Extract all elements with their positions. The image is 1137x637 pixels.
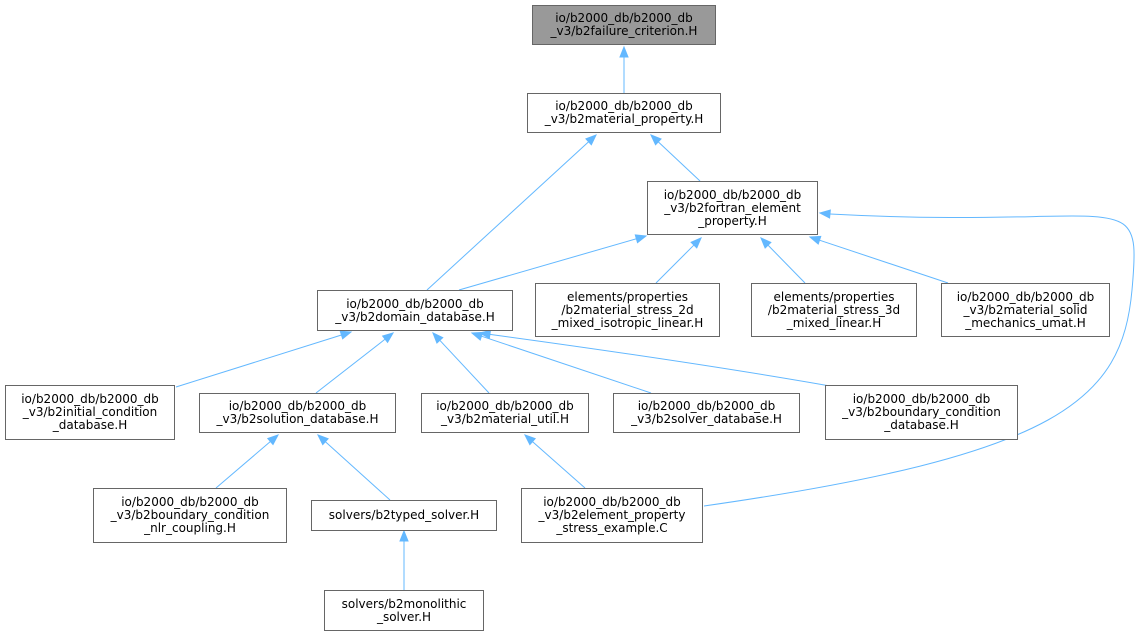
- node-label-line: io/b2000_db/b2000_db: [637, 399, 776, 413]
- edge-solid-mechanics-umat-to-fortran-element-property: [819, 239, 949, 284]
- node-label-line: _database.H: [52, 418, 128, 432]
- edge-stress-3d-to-fortran-element-property: [767, 244, 806, 284]
- edge-domain-database-to-material-property-arrowhead: [585, 134, 597, 146]
- node-label-line: _v3/b2element_property: [538, 508, 686, 522]
- node-label-line: /b2material_stress_3d: [767, 302, 901, 317]
- edge-element-property-stress-example-to-fortran-element-property: [703, 213, 1135, 507]
- node-label-line: solvers/b2monolithic: [341, 596, 467, 611]
- edge-material-util-to-domain-database: [439, 339, 490, 394]
- edge-domain-database-to-fortran-element-property: [458, 238, 637, 291]
- node-label-line: _nlr_coupling.H: [144, 521, 236, 535]
- edge-solution-database-to-domain-database-arrowhead: [381, 332, 395, 344]
- node-label-line: _property.H: [698, 213, 767, 228]
- node-b2domain-database[interactable]: io/b2000_db/b2000_db_v3/b2domain_databas…: [317, 290, 513, 331]
- node-label-line: _database.H: [884, 418, 959, 432]
- edge-fortran-element-property-to-material-property-arrowhead: [650, 134, 662, 146]
- node-label-line: io/b2000_db/b2000_db: [436, 399, 574, 413]
- node-label-line: _v3/b2initial_condition: [22, 405, 158, 419]
- node-label-line: _v3/b2material_solid: [963, 302, 1088, 317]
- node-label-line: io/b2000_db/b2000_db: [543, 495, 681, 509]
- node-b2failure-criterion: io/b2000_db/b2000_db_v3/b2failure_criter…: [532, 5, 716, 45]
- node-b2material-util[interactable]: io/b2000_db/b2000_db_v3/b2material_util.…: [421, 393, 589, 433]
- node-label-line: /b2material_stress_2d: [561, 302, 694, 317]
- node-label-line: io/b2000_db/b2000_db: [228, 399, 367, 413]
- node-b2element-property-stress-example[interactable]: io/b2000_db/b2000_db_v3/b2element_proper…: [521, 488, 703, 543]
- edge-solution-database-to-domain-database: [315, 338, 386, 394]
- edge-material-util-to-domain-database-arrowhead: [432, 332, 444, 344]
- node-b2material-property[interactable]: io/b2000_db/b2000_db_v3/b2material_prope…: [527, 93, 721, 133]
- edge-initial-condition-to-domain-database: [175, 334, 342, 388]
- edge-solver-database-to-domain-database: [481, 335, 652, 394]
- edge-stress-2d-to-fortran-element-property: [655, 244, 695, 284]
- node-label-line: io/b2000_db/b2000_db: [555, 11, 693, 25]
- edge-initial-condition-to-domain-database-arrowhead: [339, 330, 353, 340]
- node-b2material-solid-mechanics-umat[interactable]: io/b2000_db/b2000_db_v3/b2material_solid…: [941, 283, 1110, 337]
- node-label-line: _mixed_isotropic_linear.H: [551, 315, 704, 330]
- edge-solver-database-to-domain-database-arrowhead: [470, 331, 484, 341]
- edge-domain-database-to-fortran-element-property-arrowhead: [634, 234, 648, 244]
- node-label-line: _v3/b2solver_database.H: [631, 412, 782, 426]
- edge-boundary-condition-nlr-to-solution-database: [215, 441, 271, 489]
- node-label-line: _solver.H: [376, 609, 432, 624]
- node-b2initial-condition-database[interactable]: io/b2000_db/b2000_db_v3/b2initial_condit…: [5, 385, 175, 440]
- edge-typed-solver-to-solution-database-arrowhead: [317, 434, 329, 446]
- edge-element-property-stress-example-to-material-util: [532, 441, 586, 489]
- node-label-line: _v3/b2boundary_condition: [110, 508, 270, 522]
- edge-typed-solver-to-solution-database: [325, 441, 391, 501]
- node-label-line: io/b2000_db/b2000_db: [346, 296, 484, 311]
- edge-stress-3d-to-fortran-element-property-arrowhead: [760, 237, 772, 249]
- edge-material-property-to-failure-criterion-arrowhead: [619, 45, 629, 58]
- node-label-line: io/b2000_db/b2000_db: [555, 99, 693, 113]
- node-label-line: _mixed_linear.H: [786, 315, 882, 330]
- node-b2fortran-element-property[interactable]: io/b2000_db/b2000_db_v3/b2fortran_elemen…: [647, 181, 818, 235]
- node-label-line: io/b2000_db/b2000_db: [663, 187, 802, 202]
- node-b2solution-database[interactable]: io/b2000_db/b2000_db_v3/b2solution_datab…: [199, 393, 396, 433]
- node-label-line: _mechanics_umat.H: [965, 315, 1086, 330]
- node-label-line: _v3/b2material_property.H: [544, 112, 704, 126]
- node-b2boundary-condition-nlr-coupling[interactable]: io/b2000_db/b2000_db_v3/b2boundary_condi…: [93, 488, 287, 543]
- node-b2boundary-condition-database[interactable]: io/b2000_db/b2000_db_v3/b2boundary_condi…: [825, 385, 1018, 440]
- node-label-line: _v3/b2boundary_condition: [842, 405, 1001, 419]
- edge-fortran-element-property-to-material-property: [657, 141, 701, 182]
- node-label-line: io/b2000_db/b2000_db: [21, 392, 159, 406]
- edge-boundary-condition-database-to-domain-database-arrowhead: [478, 329, 492, 340]
- edge-element-property-stress-example-to-material-util-arrowhead: [523, 434, 537, 446]
- node-b2typed-solver[interactable]: solvers/b2typed_solver.H: [311, 500, 497, 531]
- node-label-line: _v3/b2failure_criterion.H: [550, 24, 698, 38]
- node-label-line: elements/properties: [773, 289, 895, 304]
- edge-solid-mechanics-umat-to-fortran-element-property-arrowhead: [808, 235, 822, 245]
- node-label-line: solvers/b2typed_solver.H: [328, 508, 480, 522]
- node-label-line: _stress_example.C: [556, 521, 668, 535]
- node-label-line: elements/properties: [566, 289, 688, 304]
- node-label-line: _v3/b2domain_database.H: [335, 309, 495, 324]
- node-label-line: _v3/b2fortran_element: [664, 200, 801, 215]
- edge-monolithic-solver-to-typed-solver-arrowhead: [399, 529, 409, 542]
- node-label-line: _v3/b2material_util.H: [441, 412, 569, 426]
- edge-stress-2d-to-fortran-element-property-arrowhead: [690, 237, 702, 249]
- node-label-line: _v3/b2solution_database.H: [216, 412, 379, 426]
- node-label-line: io/b2000_db/b2000_db: [956, 289, 1095, 304]
- node-b2material-stress-2d[interactable]: elements/properties/b2material_stress_2d…: [535, 283, 720, 337]
- edge-boundary-condition-nlr-to-solution-database-arrowhead: [266, 434, 280, 446]
- edge-boundary-condition-database-to-domain-database: [489, 333, 831, 387]
- node-b2material-stress-3d[interactable]: elements/properties/b2material_stress_3d…: [751, 283, 917, 337]
- edge-domain-database-to-material-property: [426, 141, 589, 291]
- node-b2monolithic-solver[interactable]: solvers/b2monolithic_solver.H: [324, 590, 484, 631]
- node-label-line: io/b2000_db/b2000_db: [852, 392, 991, 406]
- edge-element-property-stress-example-to-fortran-element-property-arrowhead: [818, 209, 831, 219]
- node-label-line: io/b2000_db/b2000_db: [121, 495, 259, 509]
- node-b2solver-database[interactable]: io/b2000_db/b2000_db_v3/b2solver_databas…: [613, 393, 800, 433]
